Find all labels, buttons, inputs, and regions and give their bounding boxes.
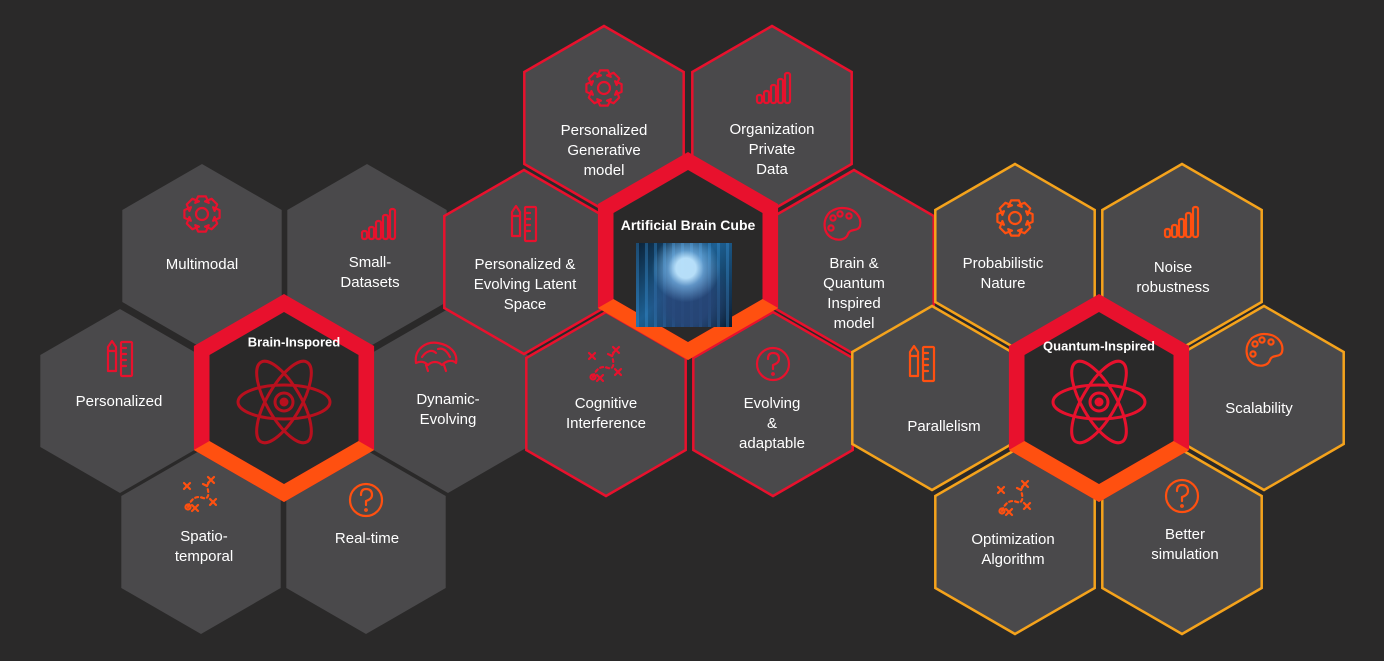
cube-petal-0-gear-icon — [585, 69, 623, 107]
quantum-petal-1-bar-chart-icon — [1163, 205, 1200, 239]
brain-center-frame-lower — [193, 441, 375, 502]
quantum-center-frame-lower — [1008, 441, 1190, 502]
quantum-petal-4-strategy-icon — [996, 479, 1032, 517]
brain-ai-image — [636, 243, 732, 327]
cube-petal-1-bar-chart-icon — [755, 71, 792, 105]
brain-petal-1-bar-chart-icon — [360, 207, 397, 241]
quantum-petal-optimization-algorithm: Optimization Algorithm — [971, 531, 1055, 568]
brain-petal-hex-0 — [122, 164, 282, 348]
quantum-petal-scalability: Scalability — [1225, 400, 1293, 417]
brain-petal-hex-2 — [368, 309, 528, 493]
brain-petal-dynamic-evolving: Dynamic- Evolving — [416, 391, 480, 428]
cube-petal-3-question-icon — [755, 346, 791, 382]
cube-petal-5-pencil-ruler-icon — [510, 204, 538, 243]
quantum-cluster-title: Quantum-Inspired — [1043, 338, 1155, 354]
cube-center-frame-lower — [597, 299, 779, 360]
brain-petal-hex-1 — [287, 164, 447, 348]
cube-petal-4-strategy-icon — [587, 345, 623, 383]
quantum-atom-icon — [1051, 359, 1147, 445]
cube-petal-2-palette-icon — [823, 206, 862, 241]
quantum-petal-noise-robustness: Noise robustness — [1136, 259, 1210, 296]
brain-petal-small-datasets: Small- Datasets — [340, 254, 400, 291]
quantum-petal-0-gear-icon — [996, 199, 1034, 237]
quantum-petal-better-simulation: Better simulation — [1151, 526, 1219, 563]
brain-petal-personalized: Personalized — [75, 393, 163, 410]
cube-petal-personalized-generative-model: Personalized Generative model — [560, 122, 648, 179]
brain-petal-real-time: Real-time — [334, 530, 400, 547]
brain-petal-spatio-temporal: Spatio- temporal — [174, 528, 234, 565]
brain-atom-icon — [236, 359, 332, 445]
cube-petal-cognitive-interference: Cognitive Interference — [565, 395, 647, 432]
brain-petal-hex-4 — [121, 450, 281, 634]
cube-petal-evolving-adaptable: Evolving & adaptable — [739, 395, 805, 452]
brain-petal-2-brain-icon — [414, 341, 458, 373]
quantum-petal-probabilistic-nature: Probabilistic Nature — [962, 255, 1044, 292]
quantum-petal-5-pencil-ruler-icon — [908, 344, 936, 383]
quantum-petal-3-question-icon — [1164, 478, 1200, 514]
quantum-petal-2-palette-icon — [1245, 332, 1284, 367]
cube-petal-organization-private-data: Organization Private Data — [729, 121, 815, 178]
cube-petal-personalized-evolving-latent-space: Personalized & Evolving Latent Space — [473, 256, 577, 313]
brain-petal-3-question-icon — [348, 482, 384, 518]
brain-petal-hex-5 — [40, 309, 200, 493]
cube-petal-brain-quantum-inspired-model: Brain & Quantum Inspired model — [823, 255, 885, 332]
brain-petal-4-strategy-icon — [182, 475, 218, 513]
brain-petal-multimodal: Multimodal — [165, 256, 239, 273]
brain-petal-0-gear-icon — [183, 195, 221, 233]
quantum-petal-parallelism: Parallelism — [907, 418, 981, 435]
brain-petal-hex-3 — [286, 450, 446, 634]
cube-cluster-title: Artificial Brain Cube — [620, 217, 756, 233]
brain-cluster-title: Brain-Inspored — [247, 334, 341, 350]
brain-petal-5-pencil-ruler-icon — [106, 339, 134, 378]
